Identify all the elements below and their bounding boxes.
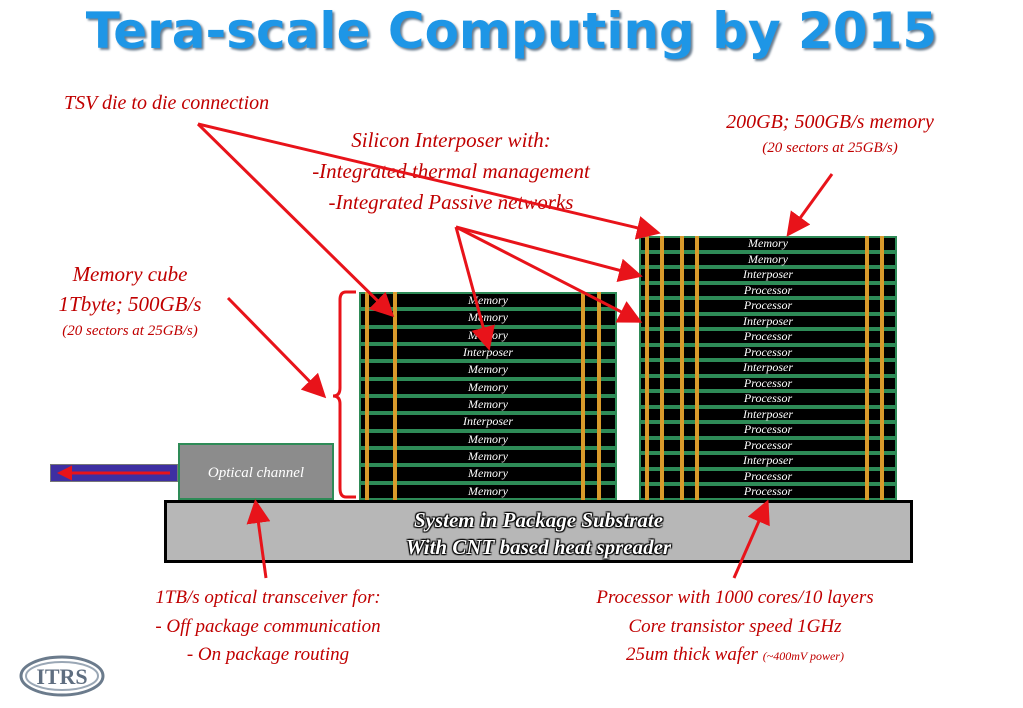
tsv-via	[880, 236, 884, 500]
memory-cube-bracket	[332, 290, 356, 499]
tsv-via	[597, 292, 601, 500]
stack-layer-memory: Memory	[359, 482, 617, 500]
memory-200gb-sublabel: (20 sectors at 25GB/s)	[762, 140, 898, 156]
stack-layer-processor: Processor	[639, 484, 897, 500]
tsv-via	[865, 236, 869, 500]
tsv-via	[645, 236, 649, 500]
stack-layer-memory: Memory	[359, 465, 617, 483]
stack-layer-memory: Memory	[359, 448, 617, 466]
interposer-label-title: Silicon Interposer with:	[351, 128, 551, 152]
tsv-arrow-1	[196, 122, 395, 318]
substrate-line1: System in Package Substrate	[413, 508, 664, 532]
stack-layer-memory: Memory	[359, 378, 617, 396]
stack-layer-processor: Processor	[639, 375, 897, 392]
stack-layer-memory: Memory	[359, 361, 617, 379]
stack-layer-memory: Memory	[639, 236, 897, 252]
processor-label: Processor with 1000 cores/10 layers	[596, 587, 874, 608]
tsv-label: TSV die to die connection	[64, 92, 270, 114]
stack-layer-processor: Processor	[639, 391, 897, 407]
processor-speed-label: Core transistor speed 1GHz	[628, 616, 842, 637]
processor-wafer-label: 25um thick wafer (~400mV power)	[550, 644, 920, 666]
optical-transceiver-line2: - Off package communication	[155, 616, 381, 637]
package-substrate: System in Package Substrate With CNT bas…	[164, 500, 913, 563]
stack-layer-processor: Processor	[639, 344, 897, 361]
tsv-via	[695, 236, 699, 500]
tsv-via	[365, 292, 369, 500]
stack-layer-interposer: Interposer	[639, 360, 897, 376]
memory-cube-capacity: 1Tbyte; 500GB/s	[58, 292, 202, 316]
interposer-arrow-2	[455, 225, 643, 282]
tsv-via	[393, 292, 397, 500]
tsv-arrow-2	[197, 122, 661, 240]
stack-layer-memory: Memory	[359, 430, 617, 448]
stack-layer-memory: Memory	[359, 396, 617, 414]
memory-200gb-label: 200GB; 500GB/s memory	[726, 111, 934, 133]
interposer-arrow-3	[455, 225, 643, 323]
tsv-via	[680, 236, 684, 500]
tsv-via	[660, 236, 664, 500]
stack-layer-interposer: Interposer	[639, 406, 897, 423]
processor-power-text: (~400mV power)	[762, 649, 844, 663]
optical-transceiver-line3: - On package routing	[186, 644, 350, 665]
stack-layer-processor: Processor	[639, 468, 897, 485]
stack-layer-processor: Processor	[639, 422, 897, 438]
interposer-arrow-1	[454, 226, 495, 351]
stack-layer-interposer: Interposer	[639, 453, 897, 469]
itrs-logo-text: ITRS	[36, 664, 87, 689]
processor-wafer-text: 25um thick wafer	[626, 644, 758, 665]
substrate-line2: With CNT based heat spreader	[405, 535, 672, 559]
stack-layer-processor: Processor	[639, 329, 897, 345]
memory-cube-sectors: (20 sectors at 25GB/s)	[62, 323, 198, 339]
tsv-via	[581, 292, 585, 500]
memory-cube-label: Memory cube	[72, 262, 188, 286]
optical-channel: Optical channel	[178, 443, 334, 500]
page-title: Tera-scale Computing by 2015	[85, 2, 938, 60]
itrs-logo: ITRS	[18, 654, 106, 698]
stack-layer-processor: Processor	[639, 437, 897, 454]
optical-transceiver-arrow	[246, 499, 271, 579]
optical-transceiver-label: 1TB/s optical transceiver for:	[155, 587, 381, 608]
memory-cube-arrow	[226, 296, 327, 399]
processor-arrow	[732, 499, 770, 579]
stack-layer-processor: Processor	[639, 282, 897, 299]
stack-layer-interposer: Interposer	[639, 313, 897, 330]
stack-layer-interposer: Interposer	[359, 413, 617, 431]
memory-200gb-arrow	[786, 173, 834, 237]
